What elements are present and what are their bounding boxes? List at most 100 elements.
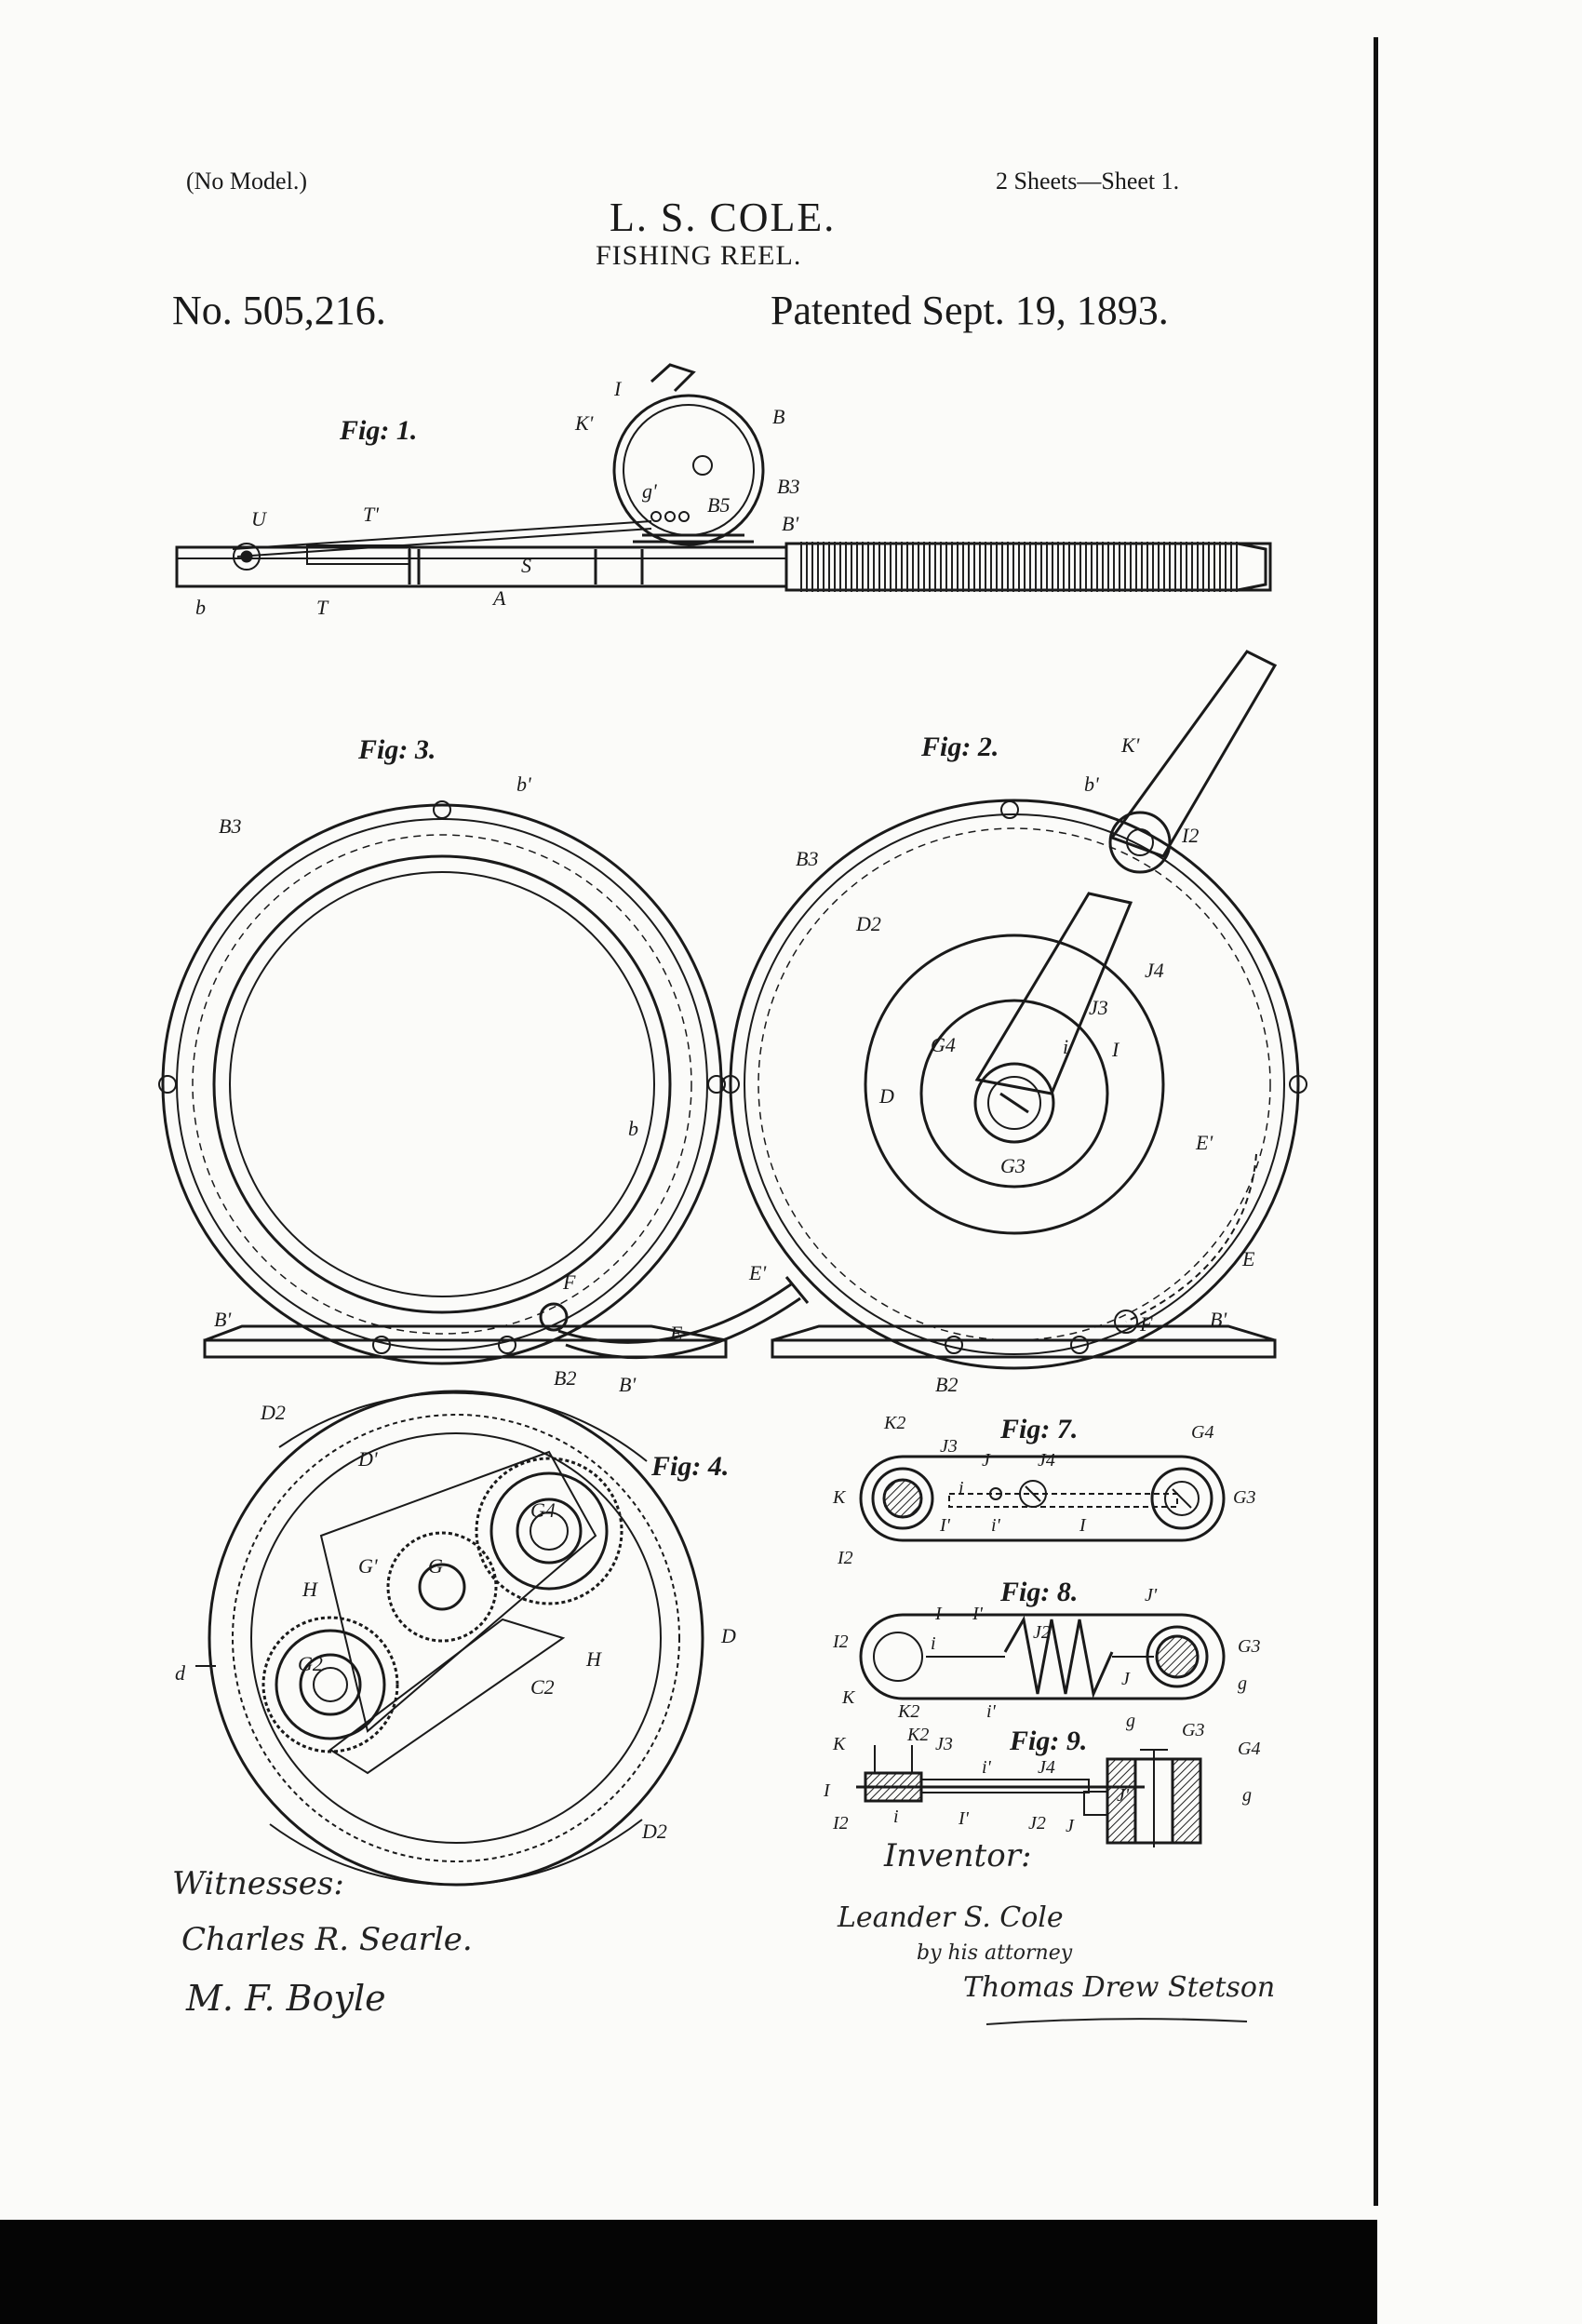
fig-1-caption: Fig: 1. bbox=[339, 415, 417, 446]
fig1-label: T' bbox=[363, 503, 379, 526]
fig2-label: B' bbox=[1210, 1308, 1227, 1331]
fig8-label: K2 bbox=[897, 1701, 919, 1722]
fig7-label: i bbox=[959, 1478, 964, 1498]
fig7-label: I bbox=[1079, 1515, 1087, 1536]
fig9-label: i' bbox=[982, 1757, 992, 1778]
fig9-label: G3 bbox=[1182, 1720, 1204, 1740]
fig1-label: B3 bbox=[777, 475, 799, 498]
fig3-label: b bbox=[628, 1117, 638, 1140]
no-model-note: (No Model.) bbox=[186, 168, 307, 195]
patent-number: No. 505,216. bbox=[172, 288, 386, 333]
fig9-label: I' bbox=[958, 1808, 970, 1829]
fig7-label: J bbox=[982, 1450, 991, 1471]
fig1-label: K' bbox=[574, 411, 594, 435]
fig4-label: d bbox=[175, 1661, 186, 1685]
fig-2-labels: K' b' I2 B3 D2 J4 J3 G4 i I D G3 E' E F … bbox=[796, 733, 1255, 1396]
fig2-label: I bbox=[1111, 1038, 1120, 1061]
fig-7-labels: K2 J3 J J4 G4 K i G3 I' i' I I2 bbox=[832, 1413, 1255, 1568]
fig7-label: K bbox=[832, 1487, 847, 1508]
figure-1 bbox=[175, 363, 1272, 592]
fig-4-labels: D2 D' G4 G' H G G2 C2 H D d D2 bbox=[175, 1401, 736, 1843]
fig2-label: F bbox=[1139, 1312, 1153, 1336]
fig4-label: H bbox=[585, 1647, 602, 1671]
fig9-label: G4 bbox=[1238, 1739, 1260, 1759]
witness-2-signature: M. F. Boyle bbox=[185, 1978, 386, 2019]
witnesses-label: Witnesses: bbox=[172, 1865, 344, 1902]
fig8-label: G3 bbox=[1238, 1636, 1260, 1657]
fig2-label: J4 bbox=[1145, 959, 1164, 982]
fig8-label: I bbox=[934, 1604, 943, 1624]
patent-date: Patented Sept. 19, 1893. bbox=[771, 288, 1169, 333]
fig8-label: I2 bbox=[832, 1632, 849, 1652]
fig1-label: b bbox=[195, 596, 206, 619]
fig8-label: i' bbox=[986, 1701, 997, 1722]
fig8-label: g bbox=[1238, 1673, 1247, 1694]
fig2-label: J3 bbox=[1089, 996, 1108, 1019]
fig2-label: E bbox=[1241, 1247, 1255, 1270]
fig4-label: D' bbox=[357, 1447, 378, 1471]
fig1-label: I bbox=[613, 377, 623, 400]
fig9-label: J2 bbox=[1028, 1813, 1046, 1834]
fig4-label: D2 bbox=[260, 1401, 286, 1424]
fig8-label: I' bbox=[972, 1604, 984, 1624]
fig-1-labels: I K' B U T' g' B5 B3 B' S b T A bbox=[195, 377, 799, 619]
fig8-label: J bbox=[1121, 1669, 1131, 1689]
fig-3-caption: Fig: 3. bbox=[357, 734, 436, 765]
fig2-label: B2 bbox=[935, 1373, 958, 1396]
figure-9 bbox=[856, 1745, 1202, 1847]
fig2-label: b' bbox=[1084, 772, 1099, 796]
fig9-label: I2 bbox=[832, 1813, 849, 1834]
patent-title: FISHING REEL. bbox=[596, 240, 802, 271]
fig7-label: J3 bbox=[940, 1436, 958, 1457]
fig1-label: B' bbox=[782, 512, 798, 535]
fig1-label: g' bbox=[642, 479, 657, 503]
fig9-label: J3 bbox=[935, 1734, 953, 1754]
attorney-signature: Thomas Drew Stetson bbox=[963, 1971, 1275, 2004]
fig8-label: g bbox=[1126, 1711, 1135, 1731]
fig3-label: E' bbox=[748, 1261, 766, 1284]
fig3-label: E bbox=[669, 1322, 683, 1345]
scan-border-bottom bbox=[0, 2220, 1377, 2324]
fig7-label: I' bbox=[939, 1515, 951, 1536]
fig9-label: g bbox=[1242, 1785, 1252, 1806]
fig7-label: I2 bbox=[837, 1548, 853, 1568]
fig2-label: B3 bbox=[796, 847, 818, 870]
figure-8 bbox=[859, 1613, 1226, 1700]
inventor-signature: Leander S. Cole bbox=[837, 1901, 1064, 1934]
fig-7-caption: Fig: 7. bbox=[999, 1414, 1078, 1444]
fig9-label: i bbox=[893, 1807, 899, 1827]
fig7-label: G4 bbox=[1191, 1422, 1213, 1443]
fig3-label: B2 bbox=[554, 1366, 576, 1390]
inventor-name: L. S. COLE. bbox=[610, 195, 837, 240]
fig3-label: B' bbox=[214, 1308, 231, 1331]
witness-1-signature: Charles R. Searle. bbox=[181, 1921, 473, 1958]
fig1-label: B5 bbox=[707, 493, 730, 517]
fig4-label: C2 bbox=[530, 1675, 555, 1699]
sheet-count: 2 Sheets—Sheet 1. bbox=[996, 168, 1180, 195]
fig9-label: J' bbox=[1117, 1785, 1130, 1806]
fig1-label: B bbox=[772, 405, 784, 428]
fig8-label: J' bbox=[1145, 1585, 1158, 1605]
fig4-label: D bbox=[720, 1624, 736, 1647]
figure-2 bbox=[721, 650, 1307, 1370]
figure-4 bbox=[195, 1390, 704, 1887]
fig-8-caption: Fig: 8. bbox=[999, 1577, 1078, 1607]
fig1-label: S bbox=[521, 554, 531, 577]
fig3-label: B3 bbox=[219, 814, 241, 838]
fig-8-labels: I I' J' I2 i G3 J2 J g K K2 i' g bbox=[832, 1585, 1260, 1731]
fig3-label: F bbox=[562, 1270, 576, 1294]
fig4-label: G2 bbox=[298, 1652, 323, 1675]
fig4-label: G bbox=[428, 1554, 443, 1578]
fig3-label: B' bbox=[619, 1373, 636, 1396]
signature-block: Witnesses: Charles R. Searle. M. F. Boyl… bbox=[172, 1837, 1275, 2025]
figure-7 bbox=[859, 1455, 1226, 1542]
figure-3 bbox=[158, 800, 810, 1365]
fig9-label: K bbox=[832, 1734, 847, 1754]
fig2-label: D bbox=[878, 1084, 894, 1108]
fig1-label: T bbox=[316, 596, 329, 619]
by-attorney-note: by his attorney bbox=[917, 1941, 1073, 1965]
fig3-label: b' bbox=[516, 772, 531, 796]
fig7-label: i' bbox=[991, 1515, 1001, 1536]
